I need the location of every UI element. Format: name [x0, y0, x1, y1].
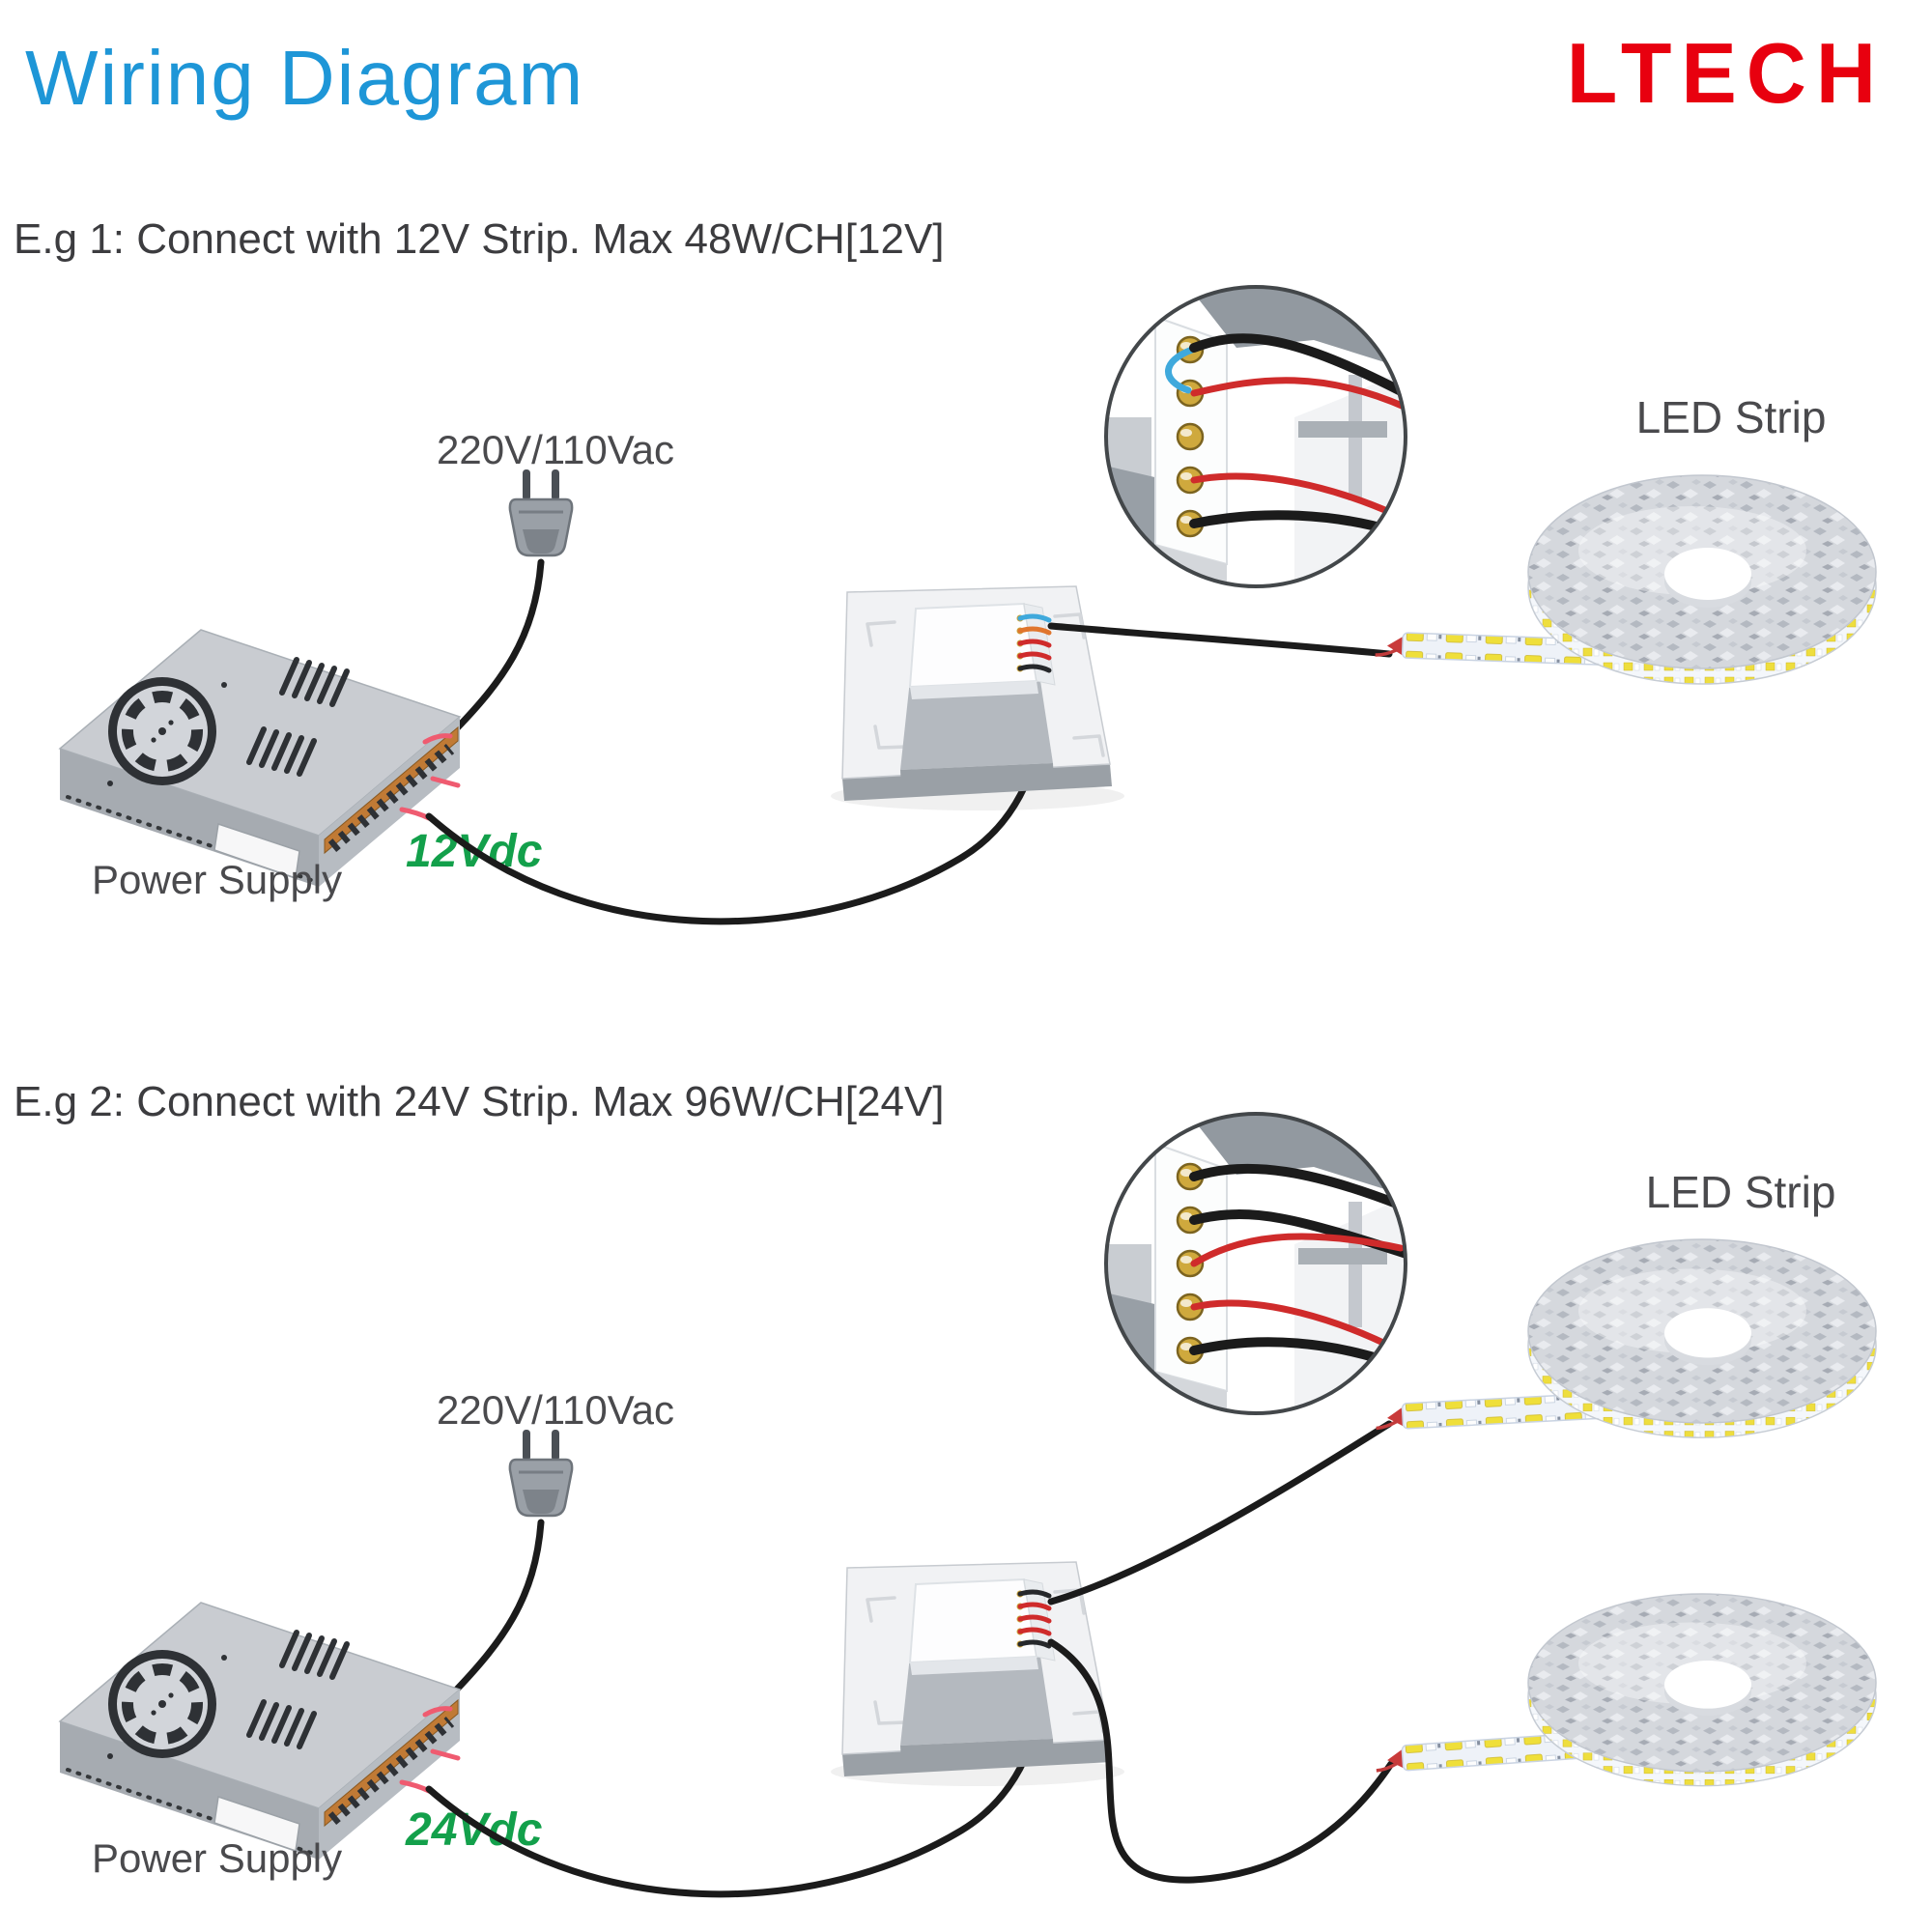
- eg1-strip-cable: [1047, 622, 1393, 658]
- eg2-strip-cable-b: [1047, 1638, 1395, 1884]
- eg2-led-reel-b: [1527, 1593, 1877, 1787]
- eg1-psu-ac-wire-stub: [422, 733, 453, 745]
- section-eg1: E.g 1: Connect with 12V Strip. Max 48W/C…: [14, 215, 1877, 925]
- eg2-zoom-circle-border: [1104, 1112, 1407, 1415]
- eg1-heading: E.g 1: Connect with 12V Strip. Max 48W/C…: [14, 215, 945, 263]
- eg1-led-reel: [1527, 474, 1877, 685]
- eg2-psu-ac-wire-stub: [422, 1706, 453, 1718]
- eg2-strip-label: LED Strip: [1646, 1167, 1836, 1217]
- eg2-ac-cable: [447, 1519, 545, 1699]
- page-title: Wiring Diagram: [25, 35, 584, 121]
- eg1-ac-cable: [447, 558, 545, 738]
- eg1-psu-label: Power Supply: [92, 857, 342, 902]
- section-eg2: E.g 2: Connect with 24V Strip. Max 96W/C…: [14, 1078, 1877, 1898]
- eg2-psu-label: Power Supply: [92, 1835, 342, 1881]
- ltech-logo: LTECH: [1567, 26, 1886, 121]
- eg1-psu-wire-stub: [430, 776, 461, 788]
- eg2-ac-voltage-label: 220V/110Vac: [437, 1387, 674, 1433]
- eg2-led-reel-a: [1527, 1238, 1877, 1438]
- eg2-controller: [829, 1560, 1126, 1788]
- eg1-ac-voltage-label: 220V/110Vac: [437, 427, 674, 472]
- eg1-strip-label: LED Strip: [1636, 392, 1827, 442]
- eg1-zoom-circle-border: [1104, 285, 1407, 588]
- eg2-psu-wire-stub: [430, 1748, 461, 1761]
- eg1-controller: [829, 584, 1126, 812]
- eg2-heading: E.g 2: Connect with 24V Strip. Max 96W/C…: [14, 1078, 945, 1125]
- eg2-strip-cable-a: [1047, 1420, 1393, 1605]
